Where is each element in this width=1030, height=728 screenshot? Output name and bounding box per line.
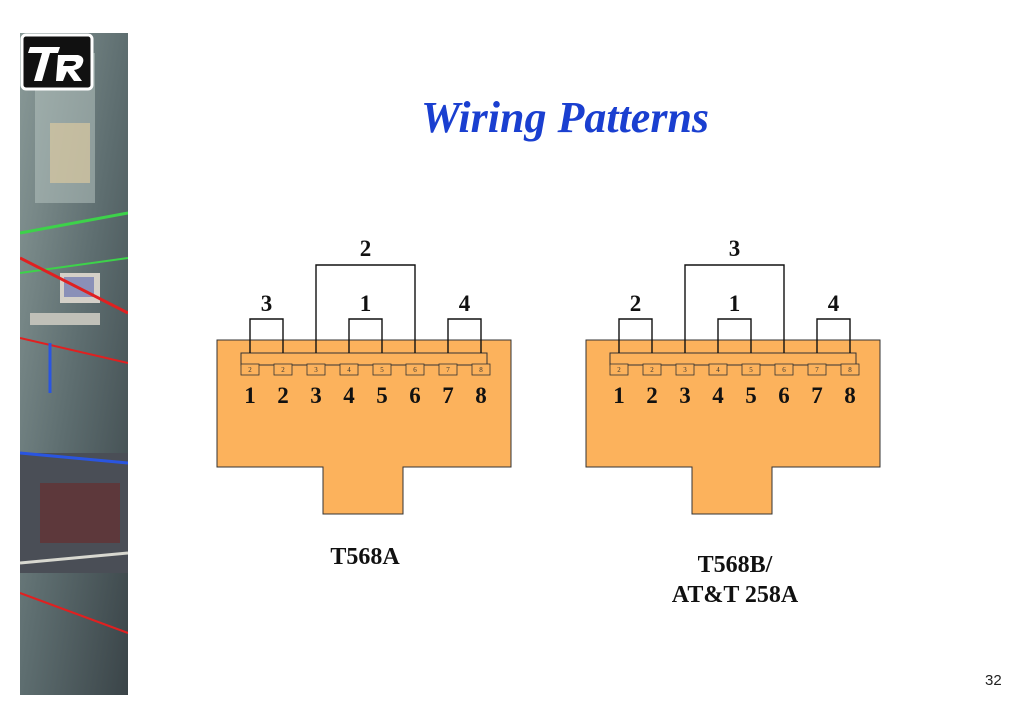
connector-1-pin-number: 2 [277, 383, 289, 408]
connector-1-pin-small-label: 6 [413, 366, 417, 374]
page-title: Wiring Patterns [420, 93, 710, 142]
connector-1-pin-contact [273, 363, 293, 376]
connector-1-plug-body [216, 339, 512, 515]
connector-2-pin-small-label: 2 [650, 366, 654, 374]
t568a-label: T568A [300, 542, 430, 572]
connector-1-pin-contact [240, 363, 260, 376]
connector-1-pin-number: 8 [475, 383, 487, 408]
connector-2-pin-contact [609, 363, 629, 376]
connector-1-pin-small-label: 4 [347, 366, 351, 374]
connector-1-pair-bracket [348, 318, 383, 353]
connector-1-pin-contact [405, 363, 425, 376]
connector-1-pin-small-label: 8 [479, 366, 483, 374]
connector-2-pin-number: 4 [712, 383, 724, 408]
tr-logo-icon [20, 33, 94, 91]
connector-2-pin-number: 5 [745, 383, 757, 408]
connector-2-pin-contact [675, 363, 695, 376]
connector-2-pin-small-label: 3 [683, 366, 687, 374]
connector-1-pin-contact [471, 363, 491, 376]
connector-1-pair-bracket [249, 318, 284, 353]
t568a-label-line: T568A [330, 544, 400, 570]
t568b-label-line-2: AT&T 258A [671, 582, 799, 608]
connector-1-pin-small-label: 2 [281, 366, 285, 374]
connector-2-pair-bracket [816, 318, 851, 353]
connector-1-pair-label: 1 [360, 291, 372, 316]
connector-1-pin-contact [339, 363, 359, 376]
connector-2-pin-number: 7 [811, 383, 823, 408]
connector-2-contact-strip [609, 352, 857, 366]
connector-1-contact-strip [240, 352, 488, 366]
connector-2-pair-bracket [618, 318, 653, 353]
connector-1-pin-small-label: 3 [314, 366, 318, 374]
t568b-label: T568B/ AT&T 258A [640, 550, 830, 610]
connector-2-plug-body [585, 339, 881, 515]
connector-2-pin-number: 3 [679, 383, 691, 408]
connector-1-pair-label: 3 [261, 291, 273, 316]
connector-2-pin-contact [807, 363, 827, 376]
connector-1-pair-label: 2 [360, 236, 372, 261]
connector-1-pin-number: 6 [409, 383, 421, 408]
connector-2-pair-bracket [684, 264, 785, 353]
connector-2-pin-small-label: 5 [749, 366, 753, 374]
connector-1-pin-number: 1 [244, 383, 256, 408]
connector-1-pin-small-label: 7 [446, 366, 450, 374]
office-network-illustration [20, 33, 128, 695]
connector-2-pair-bracket [717, 318, 752, 353]
connector-2-pair-label: 4 [828, 291, 840, 316]
page-number: 32 [985, 672, 1002, 689]
connector-1-pin-contact [306, 363, 326, 376]
connector-2-pin-contact [774, 363, 794, 376]
connector-1-pair-label: 4 [459, 291, 471, 316]
connector-2-pin-contact [708, 363, 728, 376]
connector-1-pair-bracket [447, 318, 482, 353]
connector-1-pin-number: 5 [376, 383, 388, 408]
t568b-label-line-1: T568B/ [697, 552, 773, 578]
connector-1-pin-contact [372, 363, 392, 376]
connector-2-pin-contact [840, 363, 860, 376]
connector-1-pin-number: 4 [343, 383, 355, 408]
connector-2-pin-number: 1 [613, 383, 625, 408]
connector-2-pin-contact [741, 363, 761, 376]
connector-1-pin-contact [438, 363, 458, 376]
connector-1-pin-number: 7 [442, 383, 454, 408]
connector-2-pin-small-label: 6 [782, 366, 786, 374]
connector-2-pin-number: 2 [646, 383, 658, 408]
connector-1-pin-small-label: 2 [248, 366, 252, 374]
connector-1-pin-small-label: 5 [380, 366, 384, 374]
connector-2-pin-small-label: 8 [848, 366, 852, 374]
connector-1-pin-number: 3 [310, 383, 322, 408]
connector-2-pin-small-label: 4 [716, 366, 720, 374]
connector-1-pair-bracket [315, 264, 416, 353]
connector-2-pair-label: 3 [729, 236, 741, 261]
connector-2-pin-number: 8 [844, 383, 856, 408]
connector-2-pin-contact [642, 363, 662, 376]
sidebar-decorative-image [20, 33, 128, 695]
connector-2-pin-number: 6 [778, 383, 790, 408]
connector-2-pin-small-label: 7 [815, 366, 819, 374]
connector-2-pair-label: 2 [630, 291, 642, 316]
connector-2-pin-small-label: 2 [617, 366, 621, 374]
connector-2-pair-label: 1 [729, 291, 741, 316]
